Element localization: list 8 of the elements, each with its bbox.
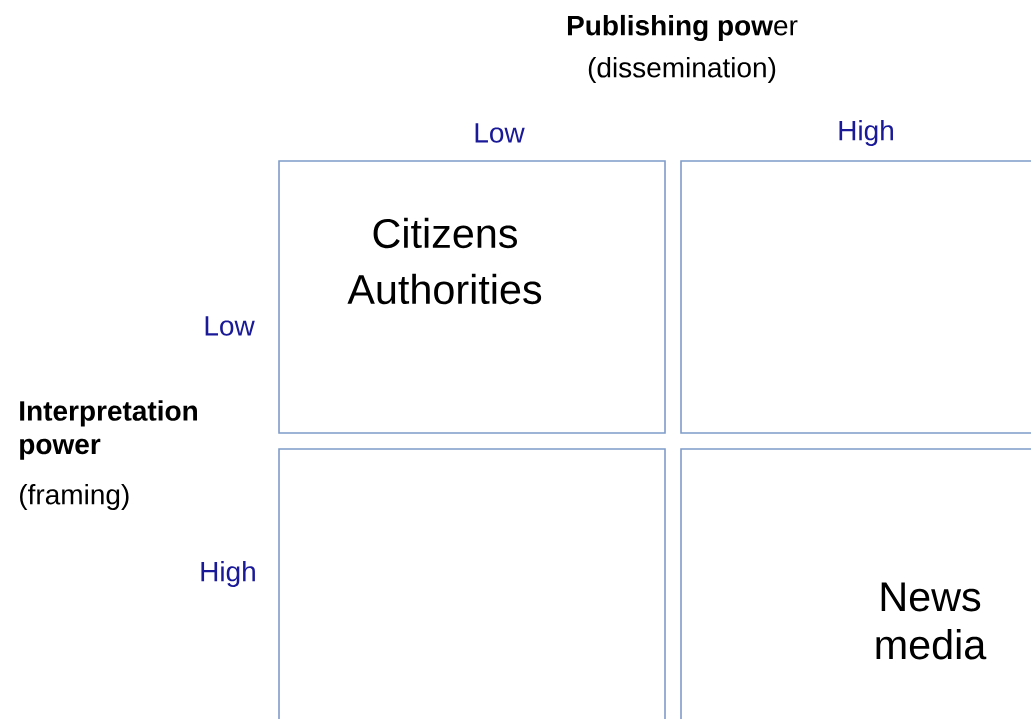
axis-label: (framing) (20, 483, 129, 511)
quadrant-box (680, 160, 1031, 434)
quadrant-box: News media (680, 448, 1031, 719)
quadrant-box (278, 448, 666, 719)
quadrant-box: Citizens Authorities (278, 160, 666, 434)
axis-label: Interpretation power (20, 400, 197, 460)
axis-label: Publishing power (568, 14, 798, 42)
axis-label: (dissemination) (588, 56, 776, 84)
